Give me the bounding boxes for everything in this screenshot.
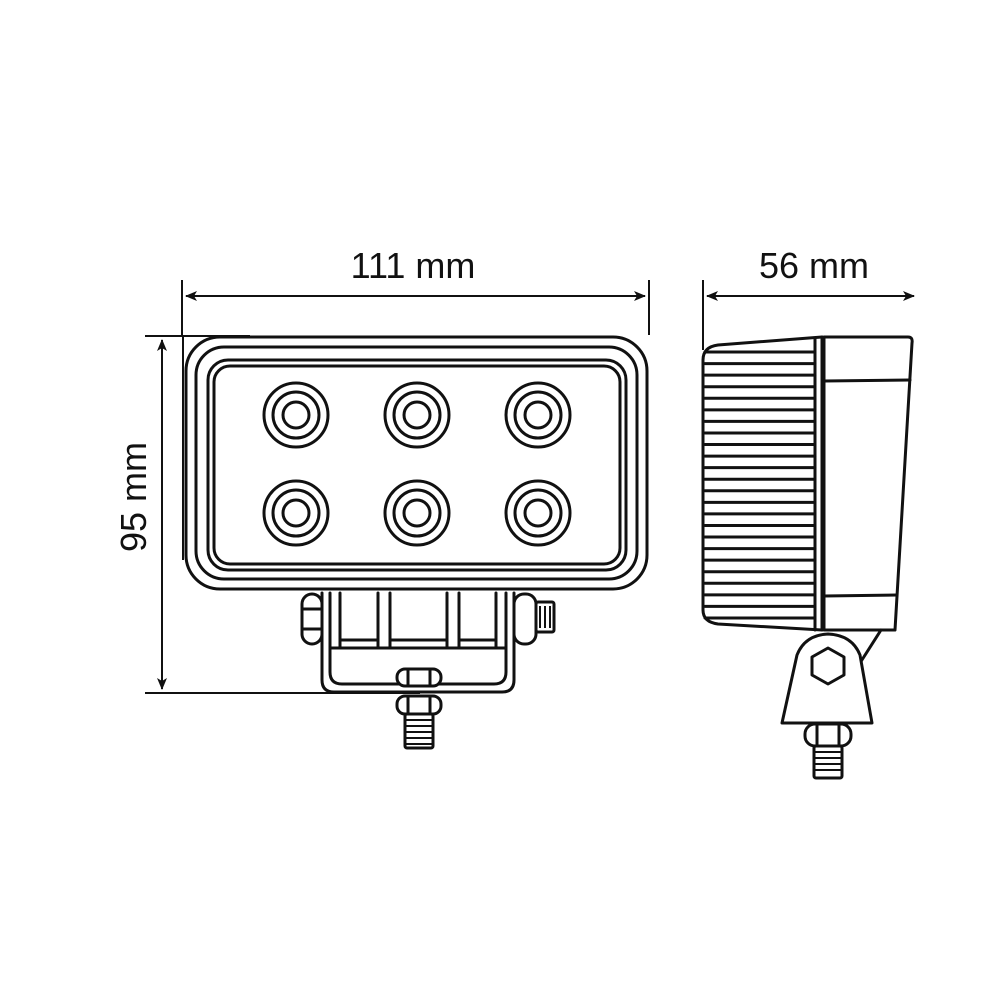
led-2: [383, 381, 451, 449]
front-view: 111 mm 95 mm: [113, 245, 650, 750]
front-bracket: [300, 591, 556, 750]
led-3: [504, 381, 572, 449]
width-label: 111 mm: [351, 245, 476, 286]
heat-sink: [701, 335, 824, 632]
led-1: [262, 381, 330, 449]
height-dimension: 95 mm: [113, 335, 420, 694]
led-6: [504, 479, 572, 547]
side-mount: [780, 628, 883, 780]
height-label: 95 mm: [113, 442, 154, 552]
depth-label: 56 mm: [759, 245, 869, 286]
led-5: [383, 479, 451, 547]
lens-housing: [822, 335, 914, 632]
side-view: 56 mm: [701, 245, 915, 780]
depth-dimension: 56 mm: [702, 245, 915, 350]
led-array: [262, 381, 572, 547]
front-housing: [184, 335, 649, 591]
led-4: [262, 479, 330, 547]
width-dimension: 111 mm: [181, 245, 650, 335]
